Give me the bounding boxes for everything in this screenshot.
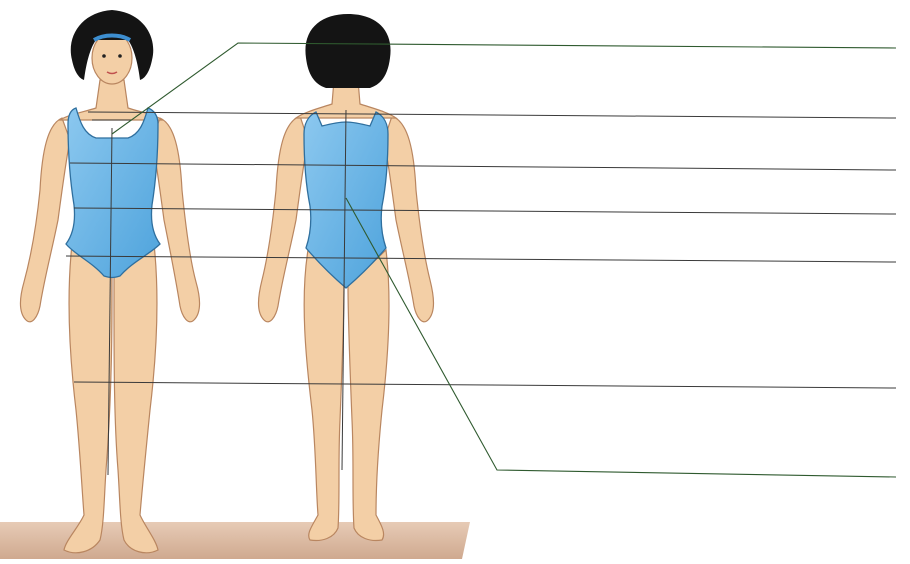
back-figure: [259, 14, 434, 541]
front-eye-left: [102, 54, 106, 58]
leader-back-length: [346, 198, 896, 477]
back-right-leg: [348, 250, 389, 541]
front-eye-right: [118, 54, 122, 58]
back-right-arm: [384, 116, 434, 322]
knee-line: [74, 382, 896, 388]
bust-line: [70, 163, 896, 170]
front-right-arm: [152, 118, 200, 322]
leader-neck: [112, 43, 896, 134]
back-left-arm: [259, 116, 309, 322]
shoulder-line: [88, 112, 896, 118]
leader-lines: [112, 43, 896, 477]
back-left-leg: [304, 250, 344, 541]
front-left-arm: [21, 118, 71, 322]
back-hair: [305, 14, 390, 88]
front-right-leg: [114, 244, 158, 553]
waist-line: [74, 208, 896, 214]
front-left-leg: [64, 244, 112, 553]
